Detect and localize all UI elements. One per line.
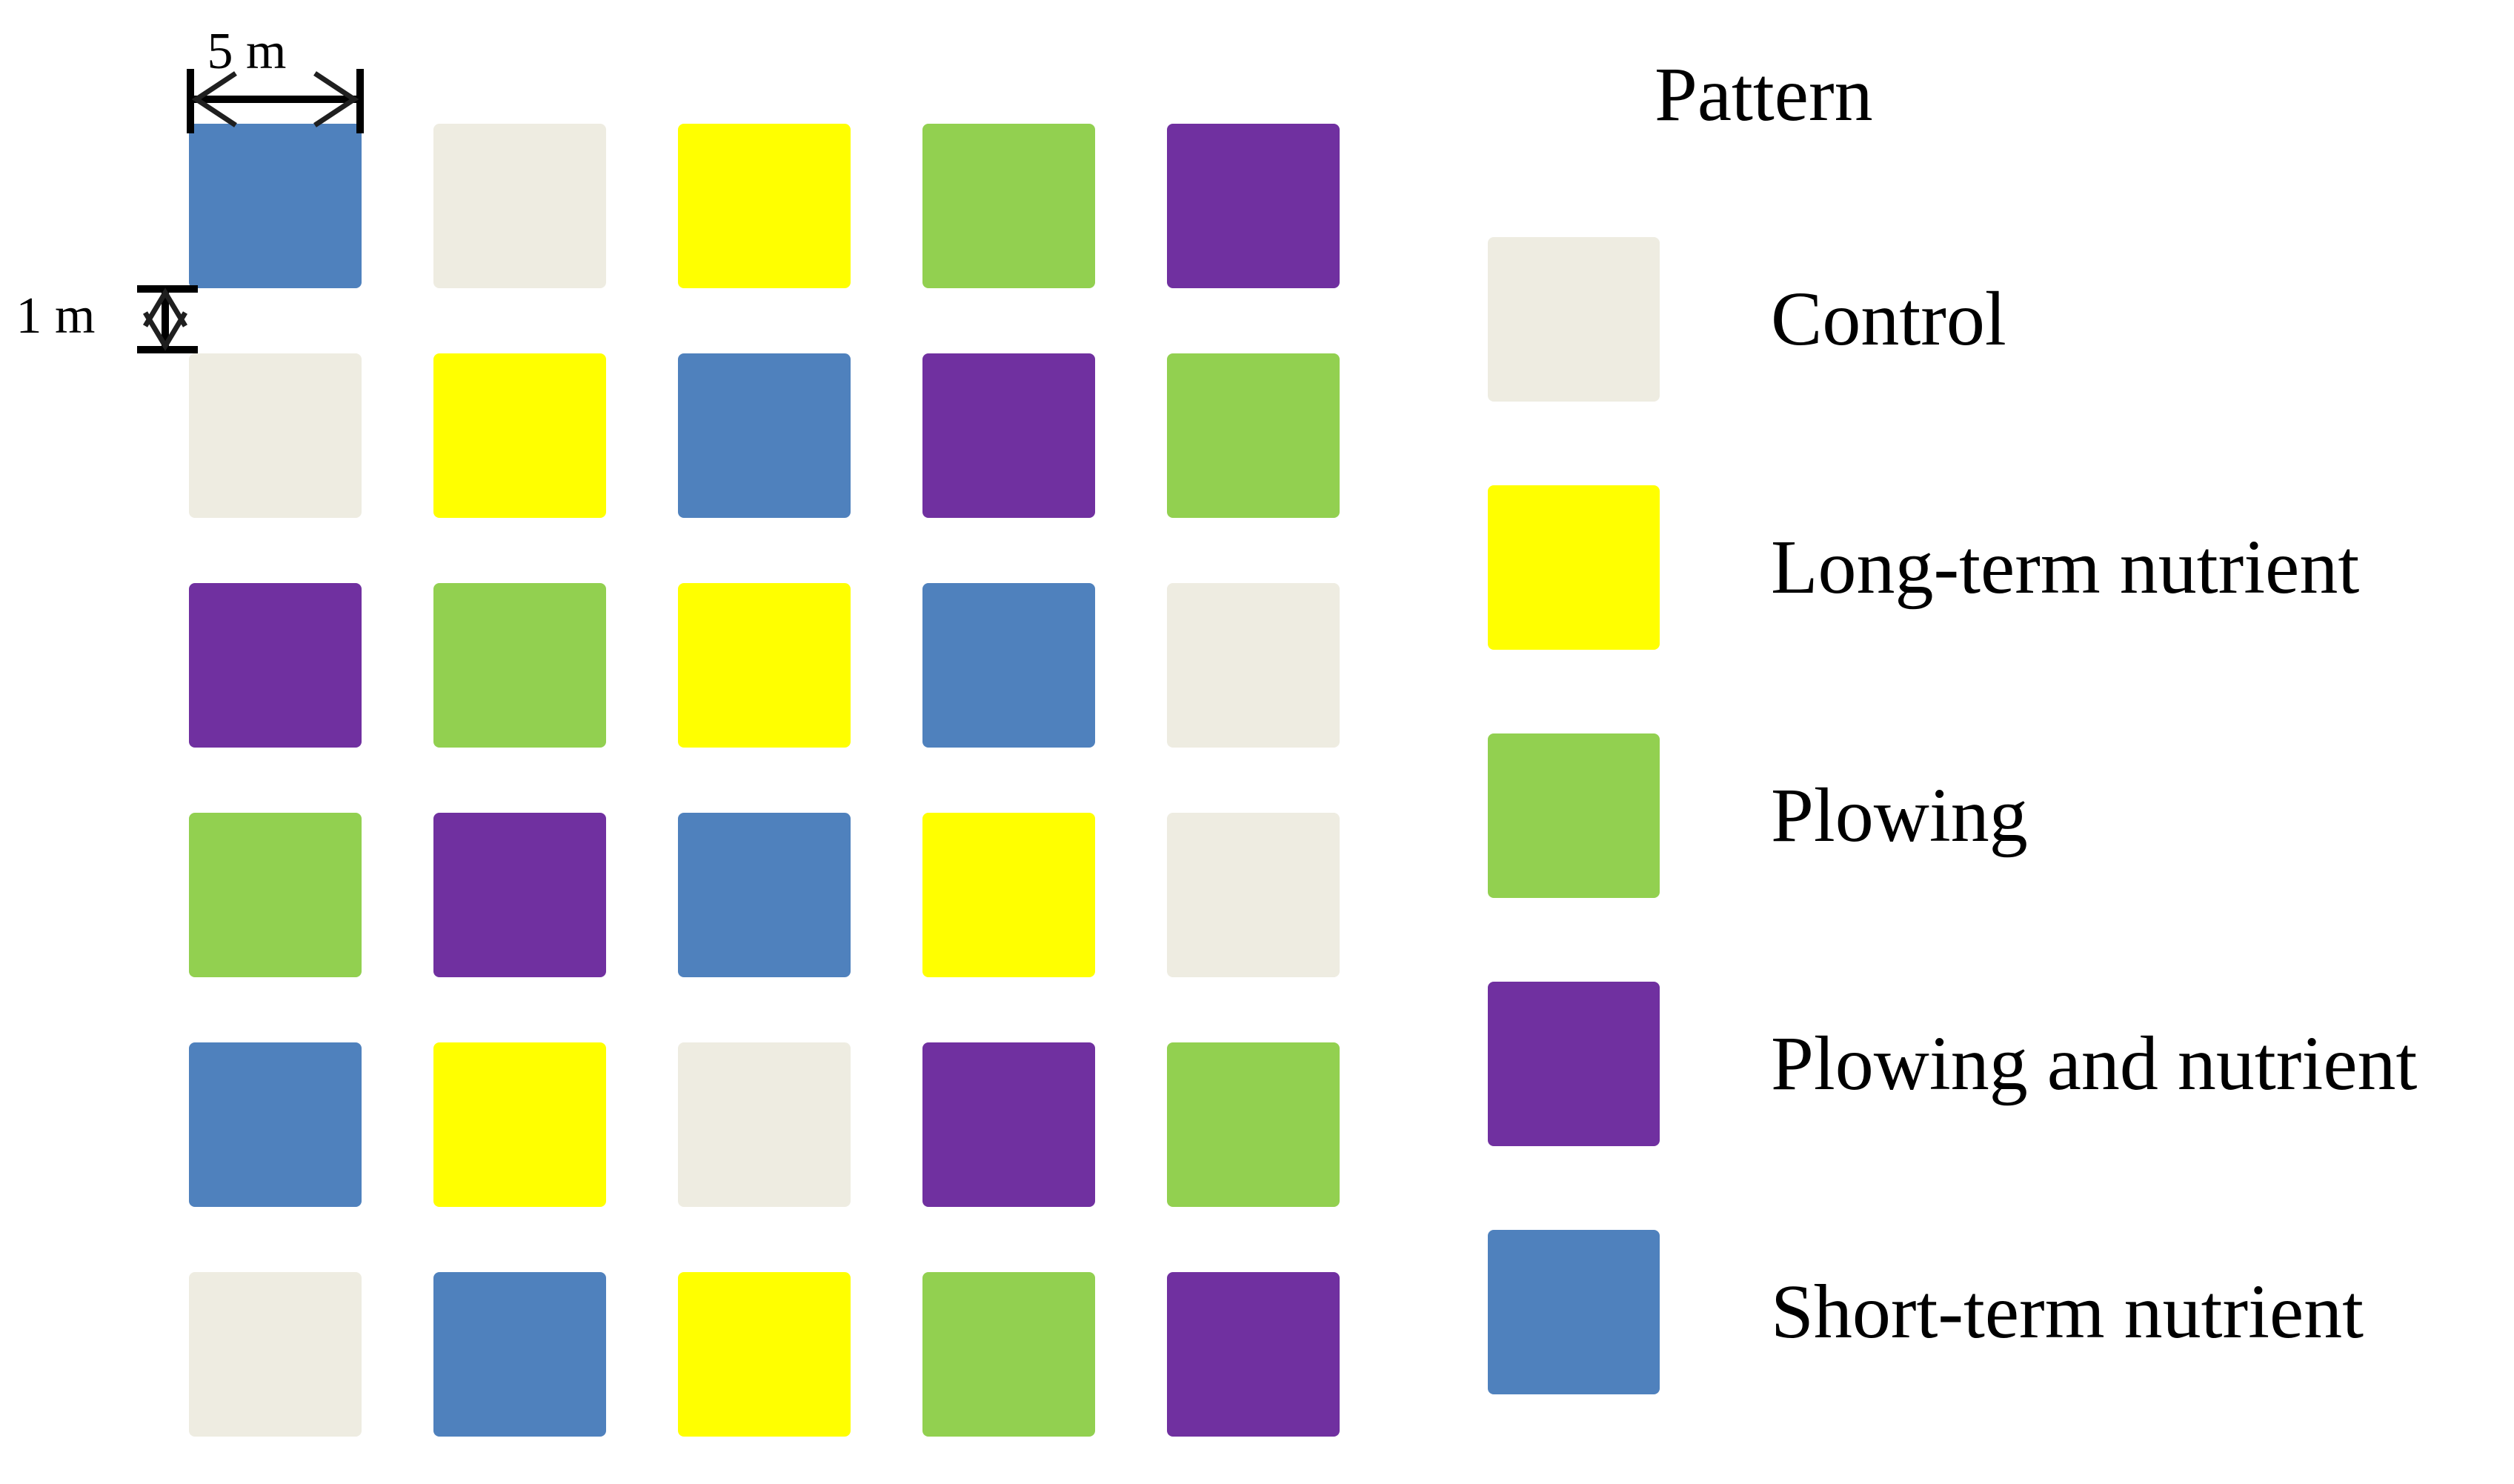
legend-item-label: Control [1771, 276, 2006, 362]
legend-item-label: Plowing [1771, 773, 2028, 858]
plot-cell [922, 1272, 1095, 1437]
plot-cell [678, 1272, 851, 1437]
plot-cell [922, 813, 1095, 977]
legend-item-label: Long-term nutrient [1771, 525, 2360, 610]
plot-cell [1167, 1042, 1340, 1207]
row-gap-label: 1 m [16, 287, 96, 345]
plot-cell [1167, 124, 1340, 288]
legend-item: Plowing [1488, 733, 2028, 898]
plot-cell [678, 583, 851, 748]
plot-cell [189, 353, 362, 518]
row-gap-arrowheads [142, 287, 188, 351]
legend-swatch-plowing_and_nutrient [1488, 982, 1660, 1146]
plot-cell [678, 353, 851, 518]
legend-swatch-control [1488, 237, 1660, 402]
plot-cell [189, 583, 362, 748]
legend-item: Control [1488, 237, 2006, 402]
plot-width-arrowheads [191, 71, 359, 127]
legend-item: Short-term nutrient [1488, 1230, 2364, 1394]
plot-cell [678, 1042, 851, 1207]
legend-item: Long-term nutrient [1488, 485, 2359, 650]
plot-width-label: 5 m [207, 23, 287, 80]
legend-swatch-long_term_nutrient [1488, 485, 1660, 650]
plot-cell [433, 353, 606, 518]
row-gap-dimension-arrow [137, 285, 198, 353]
plot-cell [678, 813, 851, 977]
plot-cell [1167, 813, 1340, 977]
legend-swatch-short_term_nutrient [1488, 1230, 1660, 1394]
plot-cell [433, 1272, 606, 1437]
legend-item: Plowing and nutrient [1488, 982, 2417, 1146]
plot-cell [1167, 1272, 1340, 1437]
plot-cell [922, 353, 1095, 518]
plot-cell [189, 1272, 362, 1437]
plot-cell [922, 583, 1095, 748]
plot-cell [1167, 583, 1340, 748]
plot-cell [189, 1042, 362, 1207]
plot-cell [922, 124, 1095, 288]
plot-cell [433, 583, 606, 748]
plot-cell [922, 1042, 1095, 1207]
plot-cell [678, 124, 851, 288]
plot-cell [433, 813, 606, 977]
plot-cell [433, 1042, 606, 1207]
legend-item-label: Short-term nutrient [1771, 1269, 2364, 1354]
legend-swatch-plowing [1488, 733, 1660, 898]
plot-cell [433, 124, 606, 288]
plot-cell [1167, 353, 1340, 518]
legend-item-label: Plowing and nutrient [1771, 1021, 2418, 1106]
plot-cell [189, 124, 362, 288]
plot-cell [189, 813, 362, 977]
legend-title: Pattern [1655, 52, 1873, 137]
